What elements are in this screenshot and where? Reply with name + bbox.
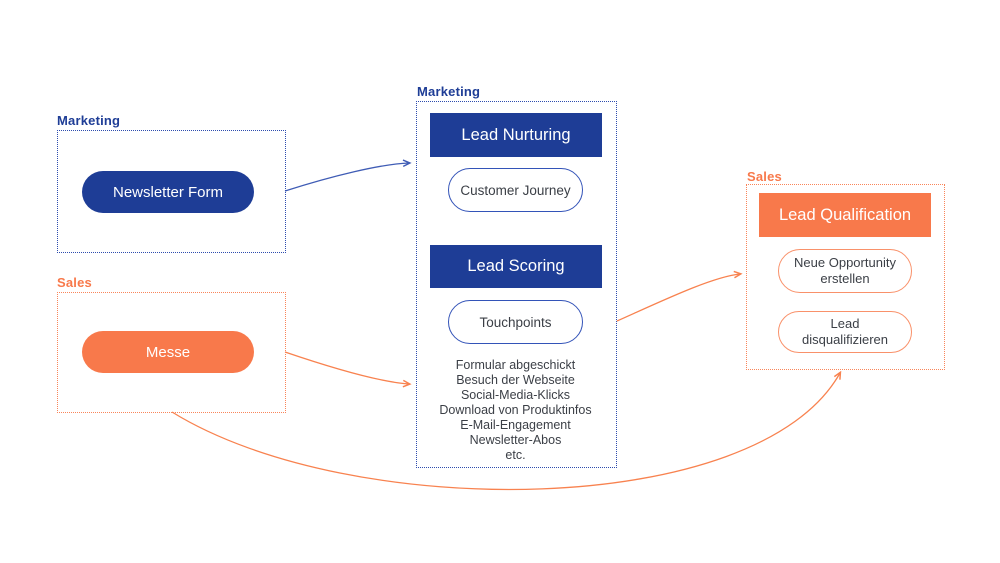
touchpoint-item: Formular abgeschickt — [455, 358, 576, 372]
marketing-process-box — [416, 101, 617, 468]
newsletter-form-node[interactable]: Newsletter Form — [82, 171, 254, 213]
lead-qualification-header[interactable]: Lead Qualification — [759, 193, 931, 237]
touchpoints-node[interactable]: Touchpoints — [448, 300, 583, 344]
arrow-newsletter-to-marketing — [284, 163, 409, 192]
touchpoint-item: Newsletter-Abos — [469, 433, 562, 447]
lead-disqualifizieren-node[interactable]: Lead disqualifizieren — [778, 311, 912, 353]
arrow-messe-to-marketing — [284, 351, 409, 384]
sales-process-box — [746, 184, 945, 370]
touchpoint-item: Social-Media-Klicks — [460, 388, 571, 402]
marketing-source-box — [57, 130, 286, 253]
marketing-source-label: Marketing — [57, 113, 121, 128]
sales-source-label: Sales — [57, 275, 92, 290]
touchpoint-item: Download von Produktinfos — [439, 403, 592, 417]
neue-opportunity-node[interactable]: Neue Opportunity erstellen — [778, 249, 912, 293]
touchpoint-item: etc. — [505, 448, 526, 462]
touchpoint-list: Formular abgeschickt Besuch der Webseite… — [416, 358, 615, 463]
sales-process-label: Sales — [747, 169, 782, 184]
touchpoint-item: Besuch der Webseite — [456, 373, 575, 387]
lead-scoring-header[interactable]: Lead Scoring — [430, 245, 602, 288]
sales-source-box — [57, 292, 286, 413]
messe-node[interactable]: Messe — [82, 331, 254, 373]
marketing-process-label: Marketing — [417, 84, 481, 99]
arrow-marketing-to-sales — [616, 274, 740, 322]
touchpoint-item: E-Mail-Engagement — [460, 418, 571, 432]
customer-journey-node[interactable]: Customer Journey — [448, 168, 583, 212]
lead-nurturing-header[interactable]: Lead Nurturing — [430, 113, 602, 157]
